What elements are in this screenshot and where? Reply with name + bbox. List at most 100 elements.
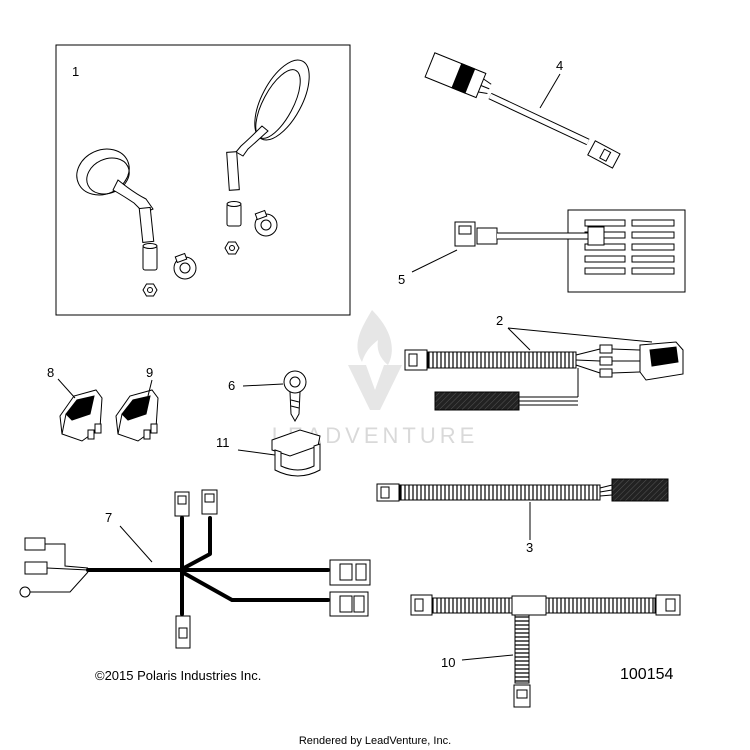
item-7-lead-wire	[30, 571, 89, 593]
item-3-connector-latch	[380, 486, 390, 499]
item-4-wire	[478, 91, 488, 94]
leader-6	[242, 383, 284, 387]
item-2-wire	[575, 364, 601, 374]
item-8-terminal	[94, 423, 102, 434]
item-5-boot	[476, 227, 498, 245]
item-7-connector-latch	[178, 627, 188, 639]
item-5-grid-cell	[631, 231, 675, 239]
leader-11	[237, 449, 276, 456]
item-9-switch-rocker	[121, 395, 151, 421]
item-4-wire	[483, 78, 492, 85]
item-7-connector-latch	[177, 495, 187, 505]
mirror-right-stem	[226, 151, 240, 191]
item-2-terminal	[599, 344, 613, 354]
item-2-wire	[575, 348, 601, 356]
item-8-switch-edge	[61, 413, 67, 435]
item-5-heater: 5	[398, 209, 686, 293]
item-5-connector-latch	[458, 225, 472, 235]
item-5-grid-cell	[631, 219, 675, 227]
mirror-left-spacer-top	[142, 243, 158, 249]
mirror-left	[76, 148, 197, 297]
mirror-kit: 1	[55, 44, 351, 316]
item-10-harness: 10	[410, 594, 681, 708]
leader-7	[119, 525, 153, 563]
item-2-terminal	[599, 368, 613, 378]
item-3-tag	[611, 478, 669, 502]
callout-5: 5	[398, 272, 405, 287]
item-8-switch-rocker	[65, 395, 95, 421]
item-8-switch: 8	[47, 365, 103, 442]
item-5-grid-cell	[631, 267, 675, 275]
mirror-left-clamp-tab	[174, 252, 188, 264]
mirror-right-spacer-top	[226, 201, 242, 207]
item-7-lead-wire	[45, 543, 89, 569]
item-4-band	[451, 63, 476, 94]
item-9-terminal	[143, 429, 151, 440]
item-4-cable-inner	[488, 93, 590, 145]
item-2-wire	[611, 348, 641, 351]
item-7-connector-latch	[339, 563, 353, 581]
item-2-terminal	[599, 356, 613, 366]
callout-9: 9	[146, 365, 153, 380]
item-10-connector-latch	[516, 689, 528, 699]
item-7-lead-wire	[46, 567, 89, 571]
item-11-clip-strap	[274, 443, 321, 477]
item-4-module: 4	[424, 52, 621, 169]
callout-3: 3	[526, 540, 533, 555]
item-10-connector-latch	[665, 598, 676, 612]
item-5-grid-cell	[584, 219, 626, 227]
item-5-pad	[567, 209, 686, 293]
leader-8	[57, 378, 76, 399]
item-4-housing	[424, 52, 487, 99]
item-7-branch-lower	[180, 570, 330, 602]
item-5-pad-connector	[587, 226, 605, 246]
leader-2a	[507, 327, 531, 351]
item-7-connector-latch	[355, 563, 367, 581]
item-3-conduit	[399, 484, 601, 501]
leader-10	[461, 654, 514, 661]
mirror-right-head	[254, 59, 310, 141]
leader-2b	[507, 327, 653, 343]
mirror-left-spacer	[142, 245, 158, 271]
mirror-right	[224, 59, 310, 255]
watermark-v-icon	[348, 365, 402, 410]
item-2-tag	[434, 391, 520, 411]
item-7-connector-latch	[353, 595, 365, 613]
item-8-terminal	[87, 429, 95, 440]
item-6-clip-rib	[290, 399, 300, 403]
leader-4	[539, 73, 561, 109]
item-5-grid-cell	[584, 243, 626, 251]
footer-credit: Rendered by LeadVenture, Inc.	[299, 735, 451, 747]
item-3-wire	[599, 484, 613, 489]
mirror-right-clamp-tab	[254, 209, 268, 221]
item-7-ring-terminal	[19, 586, 31, 598]
callout-4: 4	[556, 58, 563, 73]
item-2-wire	[611, 371, 641, 374]
item-7-lead-terminal	[24, 561, 48, 575]
item-5-grid-cell	[631, 255, 675, 263]
mirror-right-neck	[235, 125, 269, 157]
item-7-connector-latch	[339, 595, 353, 613]
item-9-switch-edge	[117, 413, 123, 435]
callout-7: 7	[105, 510, 112, 525]
item-6-clip-bore	[289, 376, 301, 388]
item-10-conduit-branch	[514, 614, 530, 684]
callout-11: 11	[216, 435, 230, 450]
item-2-connector-latch	[408, 353, 418, 367]
item-2-harness: 2	[404, 313, 684, 411]
item-10-junction	[511, 595, 547, 616]
mirror-right-nut	[224, 241, 240, 255]
watermark-flame-icon	[357, 310, 392, 365]
mirror-kit-box	[55, 44, 351, 316]
callout-2: 2	[496, 313, 503, 328]
item-7-harness: 7	[19, 489, 371, 649]
callout-1: 1	[72, 64, 79, 79]
leader-9	[147, 379, 153, 397]
item-7-lead-terminal	[24, 537, 46, 551]
item-10-connector-latch	[414, 598, 424, 612]
figure-number: 100154	[620, 666, 673, 683]
item-6-clip: 6	[228, 370, 307, 423]
item-2-conduit	[427, 351, 577, 369]
item-5-grid-cell	[631, 243, 675, 251]
